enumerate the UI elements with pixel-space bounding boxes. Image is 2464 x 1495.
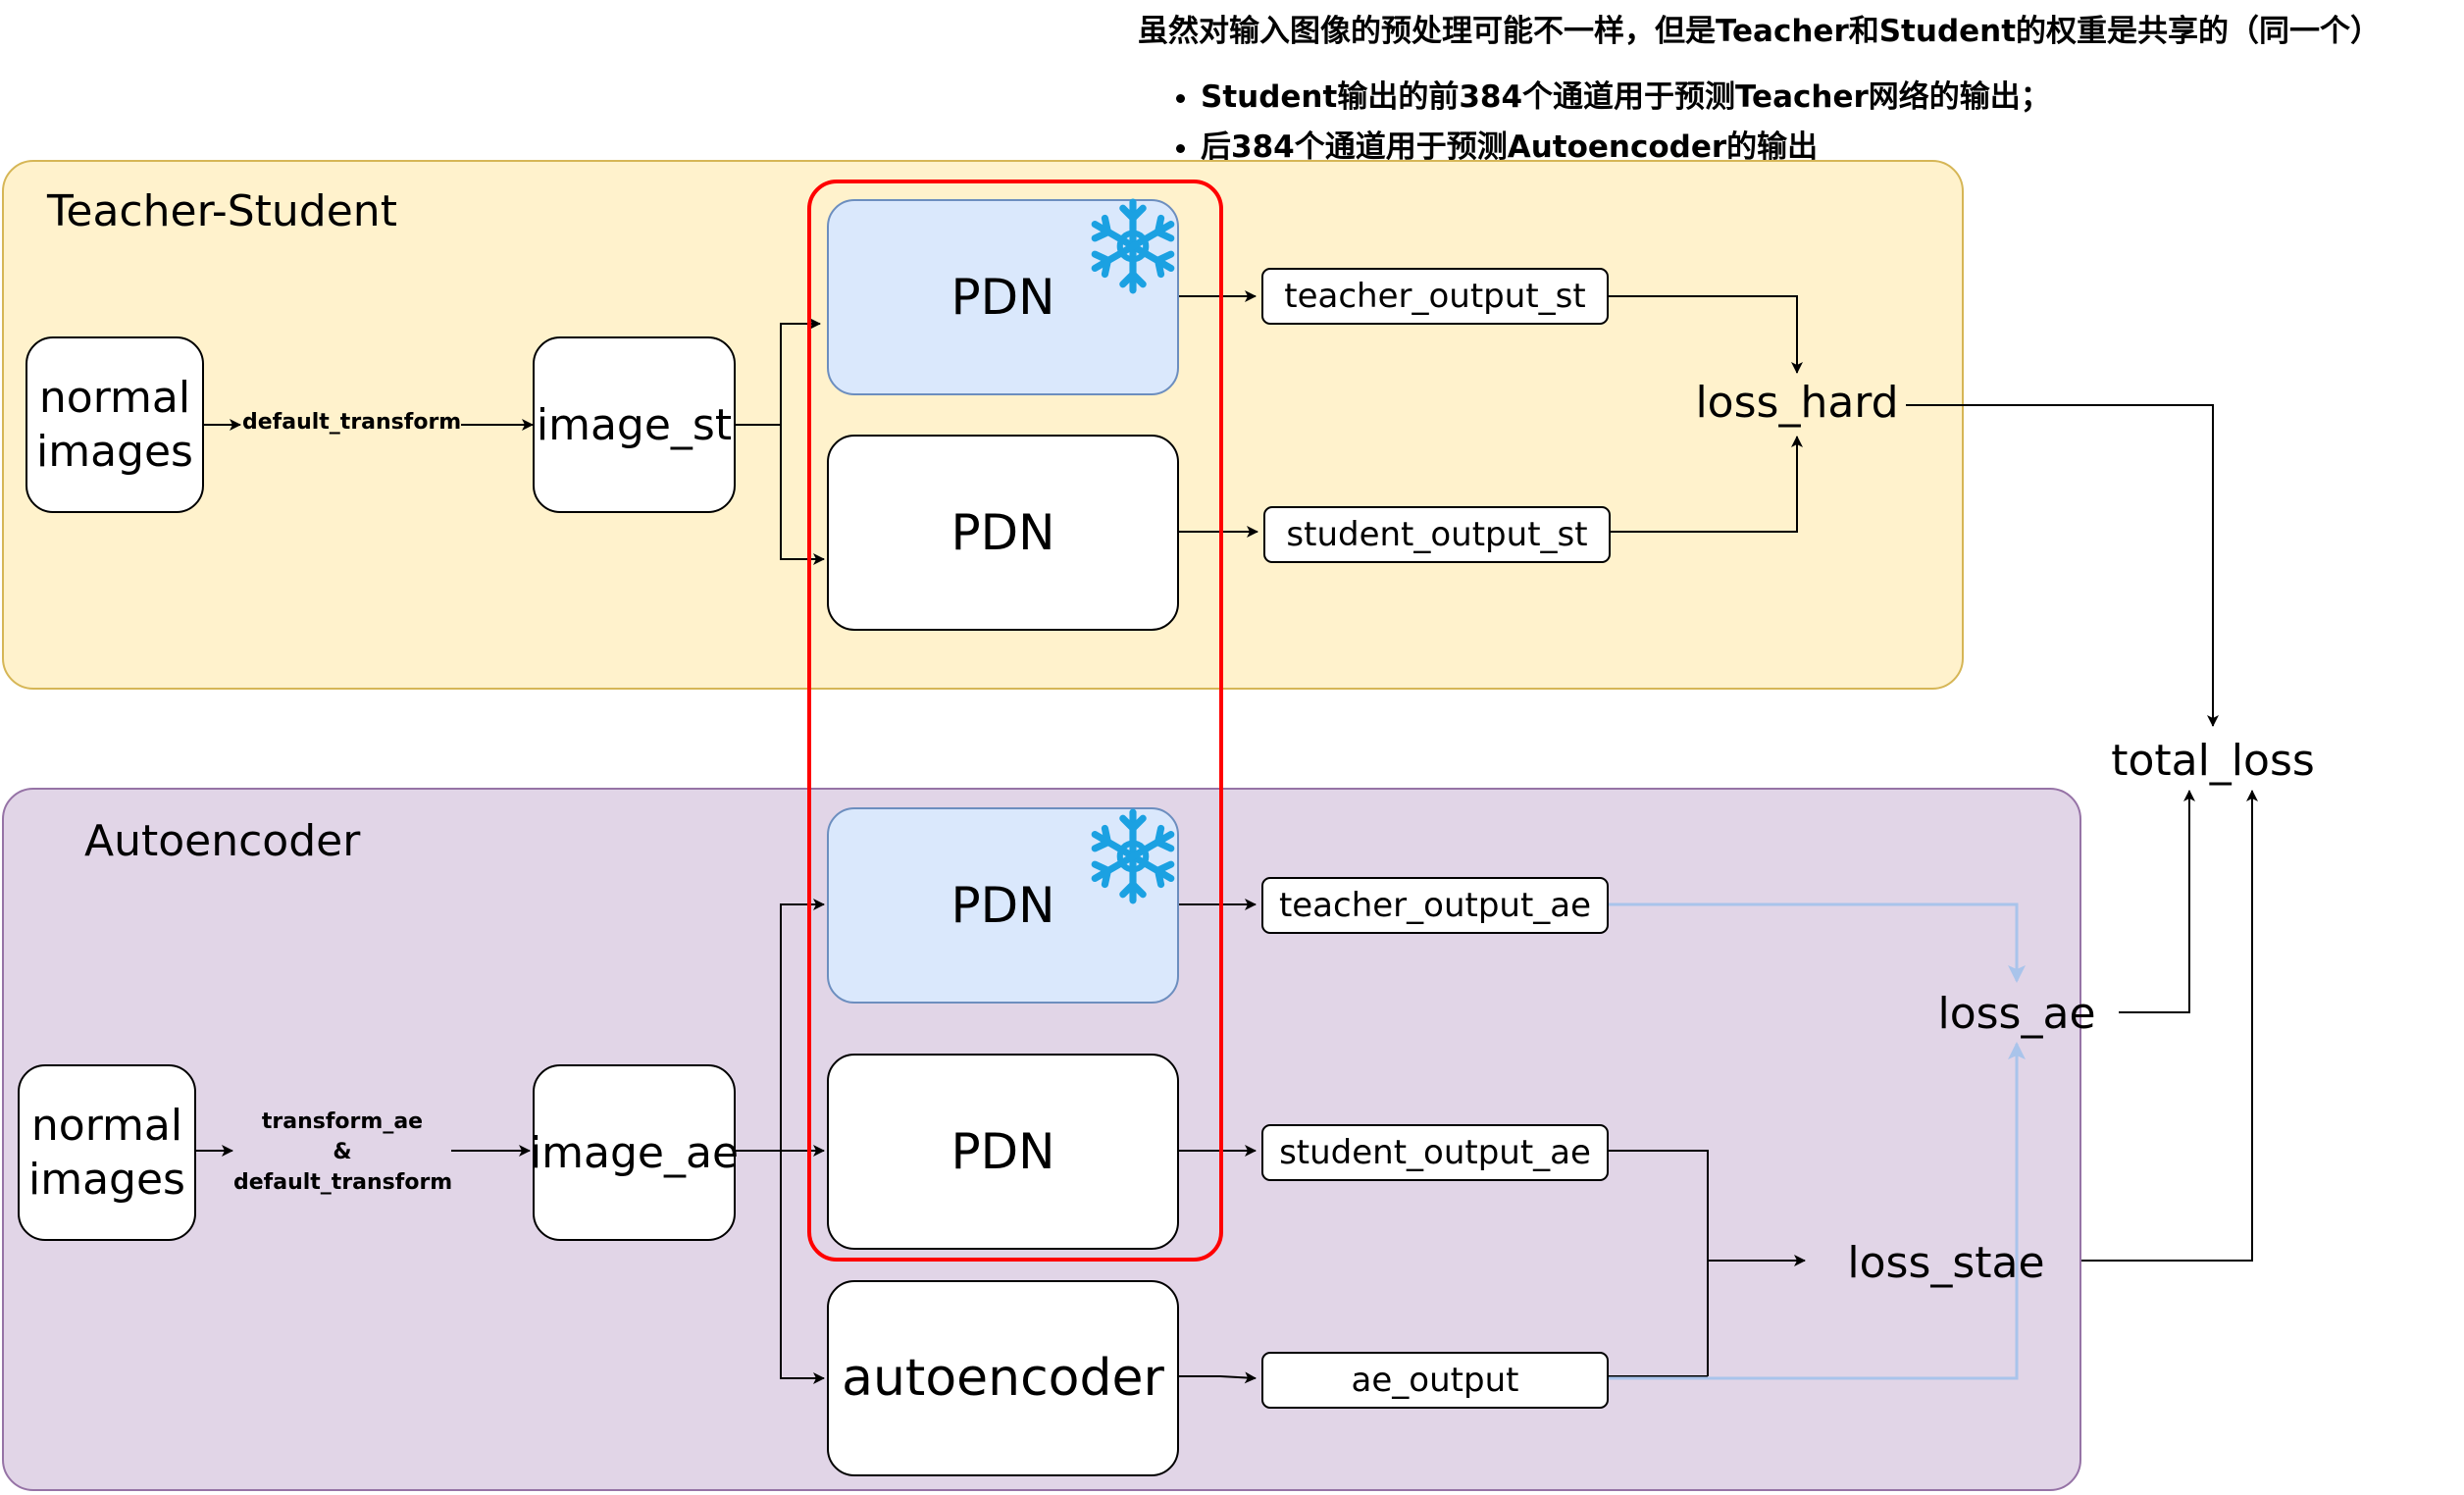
total-loss-label: total_loss	[2111, 736, 2315, 786]
normal-images-label: normal images	[28, 1101, 185, 1205]
arrow-loss-hard-to-total-loss	[1906, 404, 2219, 727]
student-pdn-box-ae: PDN	[827, 1054, 1179, 1250]
normal-images-box-st: normal images	[26, 336, 204, 513]
autoencoder-group-title: Autoencoder	[84, 816, 361, 866]
transform-ae-label: transform_ae & default_transform	[233, 1107, 453, 1198]
autoencoder-label: autoencoder	[842, 1348, 1164, 1408]
arrow-teacher-output-to-loss-hard	[1609, 295, 1803, 374]
ae-output-box: ae_output	[1261, 1352, 1609, 1409]
blue-arrow-ae-output-to-loss-ae	[1609, 1042, 2026, 1380]
student-output-ae-label: student_output_ae	[1279, 1132, 1591, 1172]
normal-images-box-ae: normal images	[18, 1064, 196, 1241]
arrow-loss-ae-to-total-loss	[2119, 790, 2195, 1013]
arrow-image-ae-to-autoencoder	[780, 1151, 825, 1384]
arrow-student-output-to-loss-hard	[1611, 436, 1803, 533]
teacher-output-ae-box: teacher_output_ae	[1261, 877, 1609, 934]
student-output-st-label: student_output_st	[1286, 514, 1588, 554]
teacher-pdn-box-st: PDN	[827, 199, 1179, 395]
student-output-st-box: student_output_st	[1263, 506, 1611, 563]
note-heading: 虽然对输入图像的预处理可能不一样，但是Teacher和Student的权重是共享…	[1138, 14, 2382, 49]
image-ae-label: image_ae	[529, 1127, 740, 1178]
image-st-label: image_st	[536, 399, 733, 450]
note-bullet: 后384个通道用于预测Autoencoder的输出	[1201, 122, 2381, 166]
transform-ae-line: &	[333, 1140, 352, 1164]
pdn-label: PDN	[950, 268, 1055, 326]
transform-ae-line: transform_ae	[261, 1109, 424, 1134]
annotation-note: 虽然对输入图像的预处理可能不一样，但是Teacher和Student的权重是共享…	[1138, 6, 2381, 172]
note-bullet: Student输出的前384个通道用于预测Teacher网络的输出；	[1201, 72, 2381, 116]
student-pdn-box-st: PDN	[827, 435, 1179, 631]
arrow-autoencoder-to-ae-output	[1179, 1371, 1257, 1384]
teacher-student-group-title: Teacher-Student	[47, 186, 397, 236]
teacher-output-st-box: teacher_output_st	[1261, 268, 1609, 325]
loss-ae-label: loss_ae	[1937, 989, 2096, 1039]
ae-output-label: ae_output	[1351, 1360, 1519, 1400]
loss-hard-label: loss_hard	[1695, 378, 1899, 428]
snowflake-icon	[1091, 808, 1175, 904]
blue-arrow-teacher-output-ae-to-loss-ae	[1609, 902, 2026, 983]
default-transform-label-st: default_transform	[242, 410, 462, 435]
teacher-pdn-box-ae: PDN	[827, 807, 1179, 1004]
shared-weights-highlight	[807, 180, 1223, 1262]
transform-ae-line: default_transform	[233, 1170, 453, 1195]
image-st-box: image_st	[533, 336, 736, 513]
teacher-output-st-label: teacher_output_st	[1284, 276, 1586, 316]
pdn-label: PDN	[950, 1122, 1055, 1180]
teacher-output-ae-label: teacher_output_ae	[1278, 885, 1592, 925]
loss-stae-label: loss_stae	[1847, 1238, 2045, 1288]
autoencoder-box: autoencoder	[827, 1280, 1179, 1476]
arrow-image-st-to-teacher-pdn	[736, 318, 821, 426]
line-student-output-ae-to-loss-stae	[1609, 1150, 1709, 1376]
normal-images-label: normal images	[36, 373, 193, 477]
image-ae-box: image_ae	[529, 1064, 740, 1241]
pdn-label: PDN	[950, 503, 1055, 561]
snowflake-icon	[1091, 198, 1175, 294]
student-output-ae-box: student_output_ae	[1261, 1124, 1609, 1181]
pdn-label: PDN	[950, 876, 1055, 934]
note-bullet-list: Student输出的前384个通道用于预测Teacher网络的输出； 后384个…	[1138, 72, 2381, 166]
arrow-loss-stae-to-total-loss	[2081, 790, 2258, 1262]
